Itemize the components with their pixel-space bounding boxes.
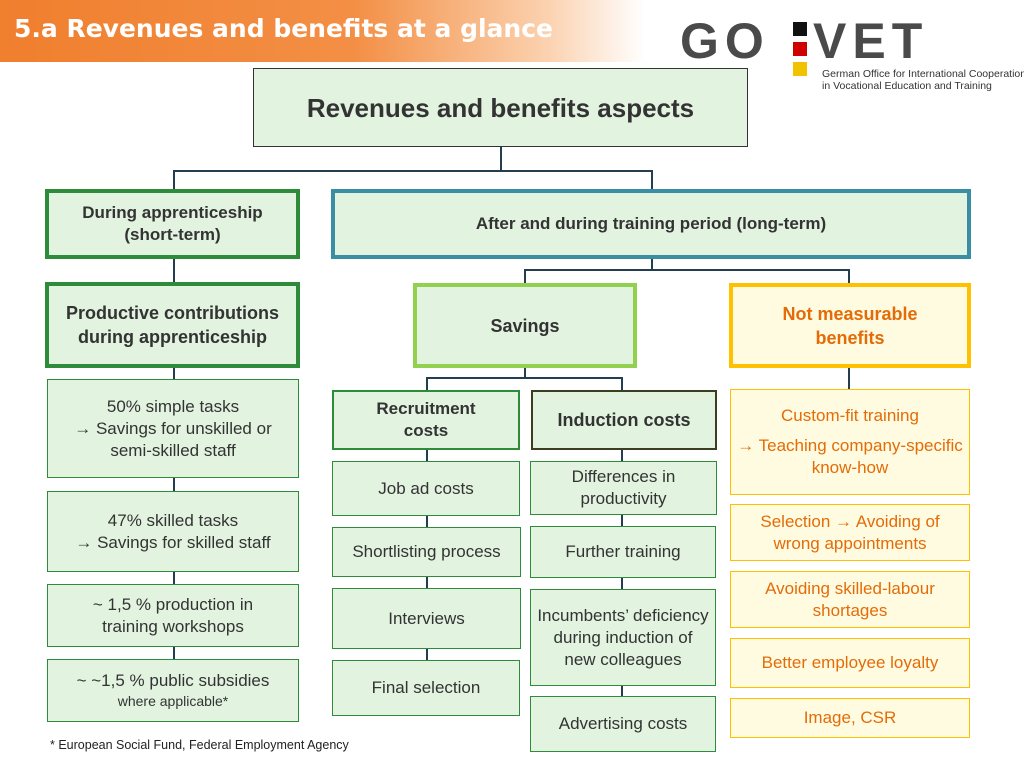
simple-tasks-line2: → Savings for unskilled or semi-skilled …	[74, 418, 272, 460]
logo-text-go: GO	[680, 13, 770, 69]
shortlisting-process-box: Shortlisting process	[332, 527, 521, 577]
incumbents-deficiency-box: Incumbents’ deficiency during induction …	[530, 589, 716, 686]
interviews-box: Interviews	[332, 588, 521, 649]
public-subsidies-line1: ~ ~1,5 % public subsidies	[76, 670, 270, 690]
simple-tasks-box: 50% simple tasks → Savings for unskilled…	[47, 379, 299, 478]
employee-loyalty-box: Better employee loyalty	[730, 638, 970, 688]
custom-fit-line2: → Teaching company-specific know-how	[737, 436, 963, 477]
logo-org-line2: in Vocational Education and Training	[822, 80, 992, 92]
logo-org-name: German Office for International Cooperat…	[822, 68, 1024, 92]
skilled-tasks-box: 47% skilled tasks → Savings for skilled …	[47, 491, 299, 572]
production-workshops-box: ~ 1,5 % production in training workshops	[47, 584, 299, 647]
public-subsidies-line2: where applicable*	[117, 692, 229, 709]
root-node: Revenues and benefits aspects	[253, 68, 748, 147]
selection-avoiding-box: Selection → Avoiding of wrong appointmen…	[730, 504, 970, 561]
long-term-node: After and during training period (long-t…	[331, 189, 971, 259]
short-term-node: During apprenticeship (short-term)	[45, 189, 300, 259]
skilled-tasks-line2: → Savings for skilled staff	[75, 532, 271, 552]
productive-contributions-node: Productive contributions during apprenti…	[45, 282, 300, 368]
not-measurable-node: Not measurable benefits	[729, 283, 971, 368]
custom-fit-line1: Custom-fit training	[781, 406, 919, 425]
advertising-costs-box: Advertising costs	[530, 696, 716, 752]
title-banner	[0, 0, 645, 62]
recruitment-costs-node: Recruitment costs	[332, 390, 520, 450]
further-training-box: Further training	[530, 526, 716, 578]
govet-logo: GO VET	[680, 12, 980, 76]
slide-title: 5.a Revenues and benefits at a glance	[14, 14, 554, 43]
footnote: * European Social Fund, Federal Employme…	[50, 738, 349, 752]
differences-productivity-box: Differences in productivity	[530, 461, 717, 515]
logo-org-line1: German Office for International Cooperat…	[822, 68, 1024, 80]
final-selection-box: Final selection	[332, 660, 520, 716]
induction-costs-node: Induction costs	[531, 390, 717, 450]
logo-text-vet: VET	[813, 13, 929, 69]
skilled-labour-shortages-box: Avoiding skilled-labour shortages	[730, 571, 970, 628]
logo-flag-icon	[793, 22, 807, 76]
image-csr-box: Image, CSR	[730, 698, 970, 738]
public-subsidies-box: ~ ~1,5 % public subsidies where applicab…	[47, 659, 299, 722]
custom-fit-training-box: Custom-fit training → Teaching company-s…	[730, 389, 970, 495]
simple-tasks-line1: 50% simple tasks	[106, 396, 240, 416]
savings-node: Savings	[413, 283, 637, 368]
skilled-tasks-line1: 47% skilled tasks	[107, 510, 239, 530]
job-ad-costs-box: Job ad costs	[332, 461, 520, 516]
